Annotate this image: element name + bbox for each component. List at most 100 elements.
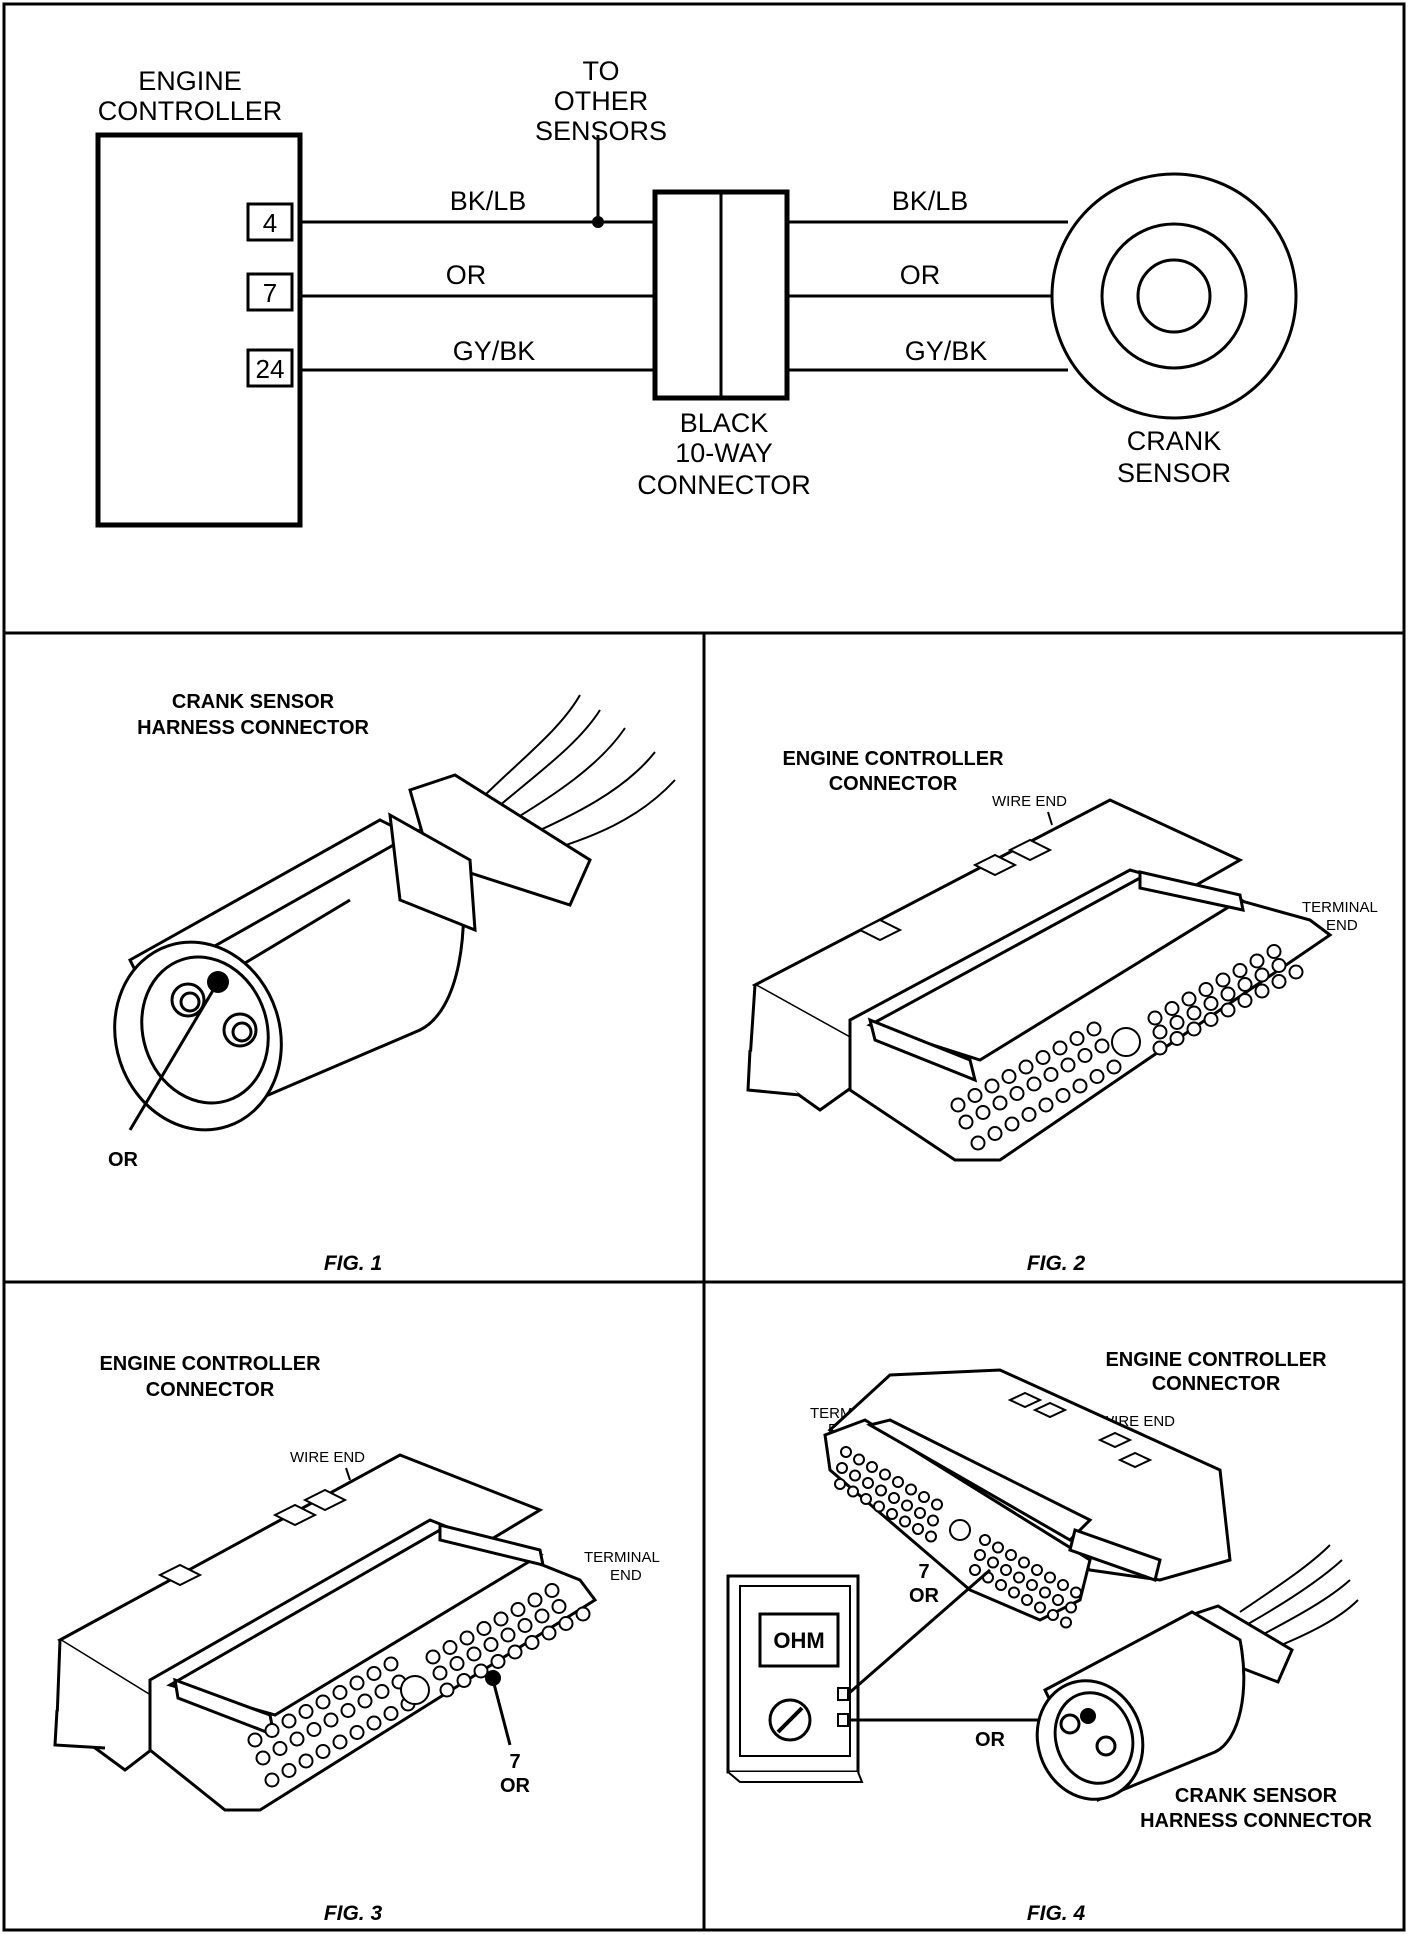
terminal-cavity: [534, 1608, 550, 1624]
terminal-cavity: [1043, 1067, 1059, 1082]
terminal-cavity: [1288, 964, 1304, 980]
junction-label-line1: TO: [582, 56, 619, 86]
terminal-cavity: [524, 1635, 540, 1650]
terminal-cavity: [1232, 963, 1248, 978]
terminal-cavity: [950, 1097, 966, 1113]
terminal-cavity: [366, 1715, 382, 1731]
fig3-panel: ENGINE CONTROLLER CONNECTOR WIRE END TER…: [53, 1353, 660, 1925]
terminal-cavity: [551, 1599, 567, 1614]
terminal-cavity: [306, 1722, 322, 1737]
fig3-pin-label-line1: 7: [509, 1751, 520, 1773]
terminal-cavity: [1254, 983, 1270, 999]
fig4-latch-tabs: [1007, 1391, 1153, 1469]
pin-label-4: 4: [263, 208, 277, 238]
ten-way-connector: [652, 189, 790, 401]
terminal-cavity: [1060, 1057, 1076, 1073]
fig4-or-terminal: [1080, 1708, 1096, 1724]
terminal-cavity: [905, 1483, 917, 1496]
terminal-cavity: [992, 1541, 1004, 1554]
fig2-panel: ENGINE CONTROLLER CONNECTOR WIRE END TER…: [746, 748, 1378, 1275]
connector-label-line3: CONNECTOR: [637, 470, 811, 500]
pin-box-4: [246, 202, 294, 242]
terminal-cavity: [958, 1114, 974, 1130]
terminal-cavity: [1026, 1076, 1042, 1092]
fig1-wire-label: OR: [108, 1149, 139, 1171]
terminal-cavity: [1008, 1586, 1020, 1599]
ohmmeter-display: OHM: [773, 1628, 824, 1653]
engine-controller-box: [95, 132, 303, 528]
fig3-pin-7-highlight: [485, 1670, 501, 1686]
terminal-cavity: [332, 1734, 348, 1750]
terminal-cavity: [879, 1468, 891, 1481]
connector-label-line1: BLACK: [680, 408, 769, 438]
terminal-cavity: [1004, 1116, 1020, 1132]
terminal-cavity: [490, 1654, 506, 1669]
terminal-cavity: [914, 1507, 926, 1519]
terminal-cavity: [1038, 1097, 1054, 1113]
terminal-cavity: [1070, 1586, 1082, 1599]
terminal-cavity: [289, 1731, 305, 1747]
terminal-cavity: [970, 1135, 986, 1151]
fig1-caption: FIG. 1: [324, 1252, 382, 1275]
ohmmeter: [726, 1574, 864, 1783]
terminal-cavity: [1198, 982, 1214, 997]
pin-box-24: [246, 348, 294, 388]
terminal-cavity: [1021, 1594, 1033, 1606]
terminal-cavity: [1203, 1012, 1219, 1027]
terminal-cavity: [912, 1523, 924, 1535]
terminal-cavity: [992, 1095, 1008, 1111]
terminal-cavity: [888, 1492, 900, 1504]
terminal-cavity: [575, 1606, 591, 1622]
terminal-cavity: [987, 1126, 1003, 1141]
terminal-cavity: [1249, 953, 1265, 969]
terminal-cavity: [1203, 996, 1219, 1011]
terminal-cavity: [979, 1534, 991, 1546]
fig4-pin-label-line1: 7: [918, 1561, 929, 1583]
terminal-cavity: [853, 1453, 865, 1466]
terminal-cavity: [366, 1666, 382, 1681]
fig3-title-line2: CONNECTOR: [146, 1379, 275, 1401]
terminal-cavity: [558, 1616, 574, 1631]
terminal-cavity: [995, 1579, 1007, 1591]
terminal-cavity: [1013, 1571, 1025, 1584]
fig3-pin-label-line2: OR: [500, 1775, 531, 1797]
fig2-terminal-end-line1: TERMINAL: [1302, 899, 1378, 916]
terminal-cavity: [1220, 1002, 1236, 1018]
terminal-cavity: [255, 1750, 271, 1766]
terminal-cavity: [925, 1530, 937, 1543]
terminal-cavity: [357, 1693, 373, 1709]
terminal-cavity: [834, 1478, 846, 1490]
terminal-cavity: [1052, 1594, 1064, 1606]
terminal-cavity: [918, 1491, 930, 1503]
terminal-cavity: [281, 1763, 297, 1778]
fig2-wire-end-label: WIRE END: [992, 793, 1067, 810]
fig3-terminal-end-line1: TERMINAL: [584, 1549, 660, 1566]
fig2-latch-tabs: [857, 838, 1053, 942]
terminal-cavity: [442, 1640, 458, 1655]
terminal-cavity: [1052, 1040, 1068, 1056]
terminal-cavity: [1000, 1564, 1012, 1576]
terminal-cavity: [272, 1741, 288, 1756]
terminal-cavity: [1072, 1078, 1088, 1094]
terminal-cavity: [1237, 977, 1253, 992]
terminal-cavity: [1254, 967, 1270, 983]
fig3-pin-7-leader: [491, 1679, 512, 1746]
terminal-cavity: [264, 1723, 280, 1738]
terminal-cavity: [323, 1712, 339, 1728]
terminal-cavity: [1057, 1579, 1069, 1591]
terminal-cavity: [1055, 1088, 1071, 1103]
fig3-pin-field: [247, 1583, 591, 1788]
fig3-latch-tabs: [157, 1488, 348, 1587]
terminal-cavity: [541, 1625, 557, 1641]
fig3-terminal-end-line2: END: [610, 1567, 642, 1584]
terminal-cavity: [1152, 1024, 1168, 1040]
terminal-cavity: [931, 1498, 943, 1511]
fig4-pin-field: [834, 1446, 1082, 1629]
sensor-label-line1: CRANK: [1127, 426, 1222, 456]
fig1-panel: CRANK SENSOR HARNESS CONNECTOR OR F: [108, 691, 676, 1275]
terminal-cavity: [892, 1476, 904, 1488]
terminal-cavity: [967, 1088, 983, 1103]
terminal-cavity: [1237, 993, 1253, 1008]
terminal-cavity: [984, 1078, 1000, 1094]
terminal-cavity: [1164, 1001, 1180, 1016]
